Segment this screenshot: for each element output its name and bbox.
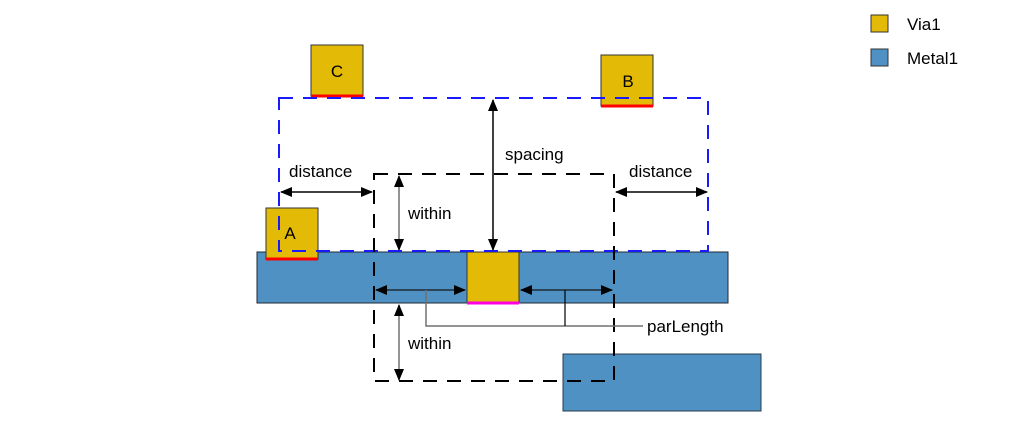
via-center (466, 251, 520, 305)
via-c: C (310, 44, 364, 98)
legend-item-via1: Via1 (870, 14, 941, 34)
parlength-leader-line (425, 290, 643, 327)
via-a-label: A (284, 224, 296, 243)
spacing-region-blue-dashed (278, 97, 709, 252)
distance-left-label: distance (289, 162, 352, 181)
legend-item-metal1: Metal1 (870, 48, 958, 68)
within-bottom-label: within (407, 334, 451, 353)
distance-right-label: distance (629, 162, 692, 181)
parlength-label: parLength (647, 317, 724, 336)
legend-label-metal1: Metal1 (907, 49, 958, 68)
via-b-label: B (622, 72, 633, 91)
legend: Via1 Metal1 (870, 14, 958, 68)
metal1-shape-bottom (562, 353, 762, 412)
legend-swatch-via1 (870, 14, 889, 33)
via-a: A (265, 207, 319, 261)
legend-swatch-metal1 (870, 48, 889, 67)
via-c-label: C (331, 62, 343, 81)
legend-label-via1: Via1 (907, 15, 941, 34)
within-top-label: within (407, 204, 451, 223)
spacing-label: spacing (505, 145, 564, 164)
